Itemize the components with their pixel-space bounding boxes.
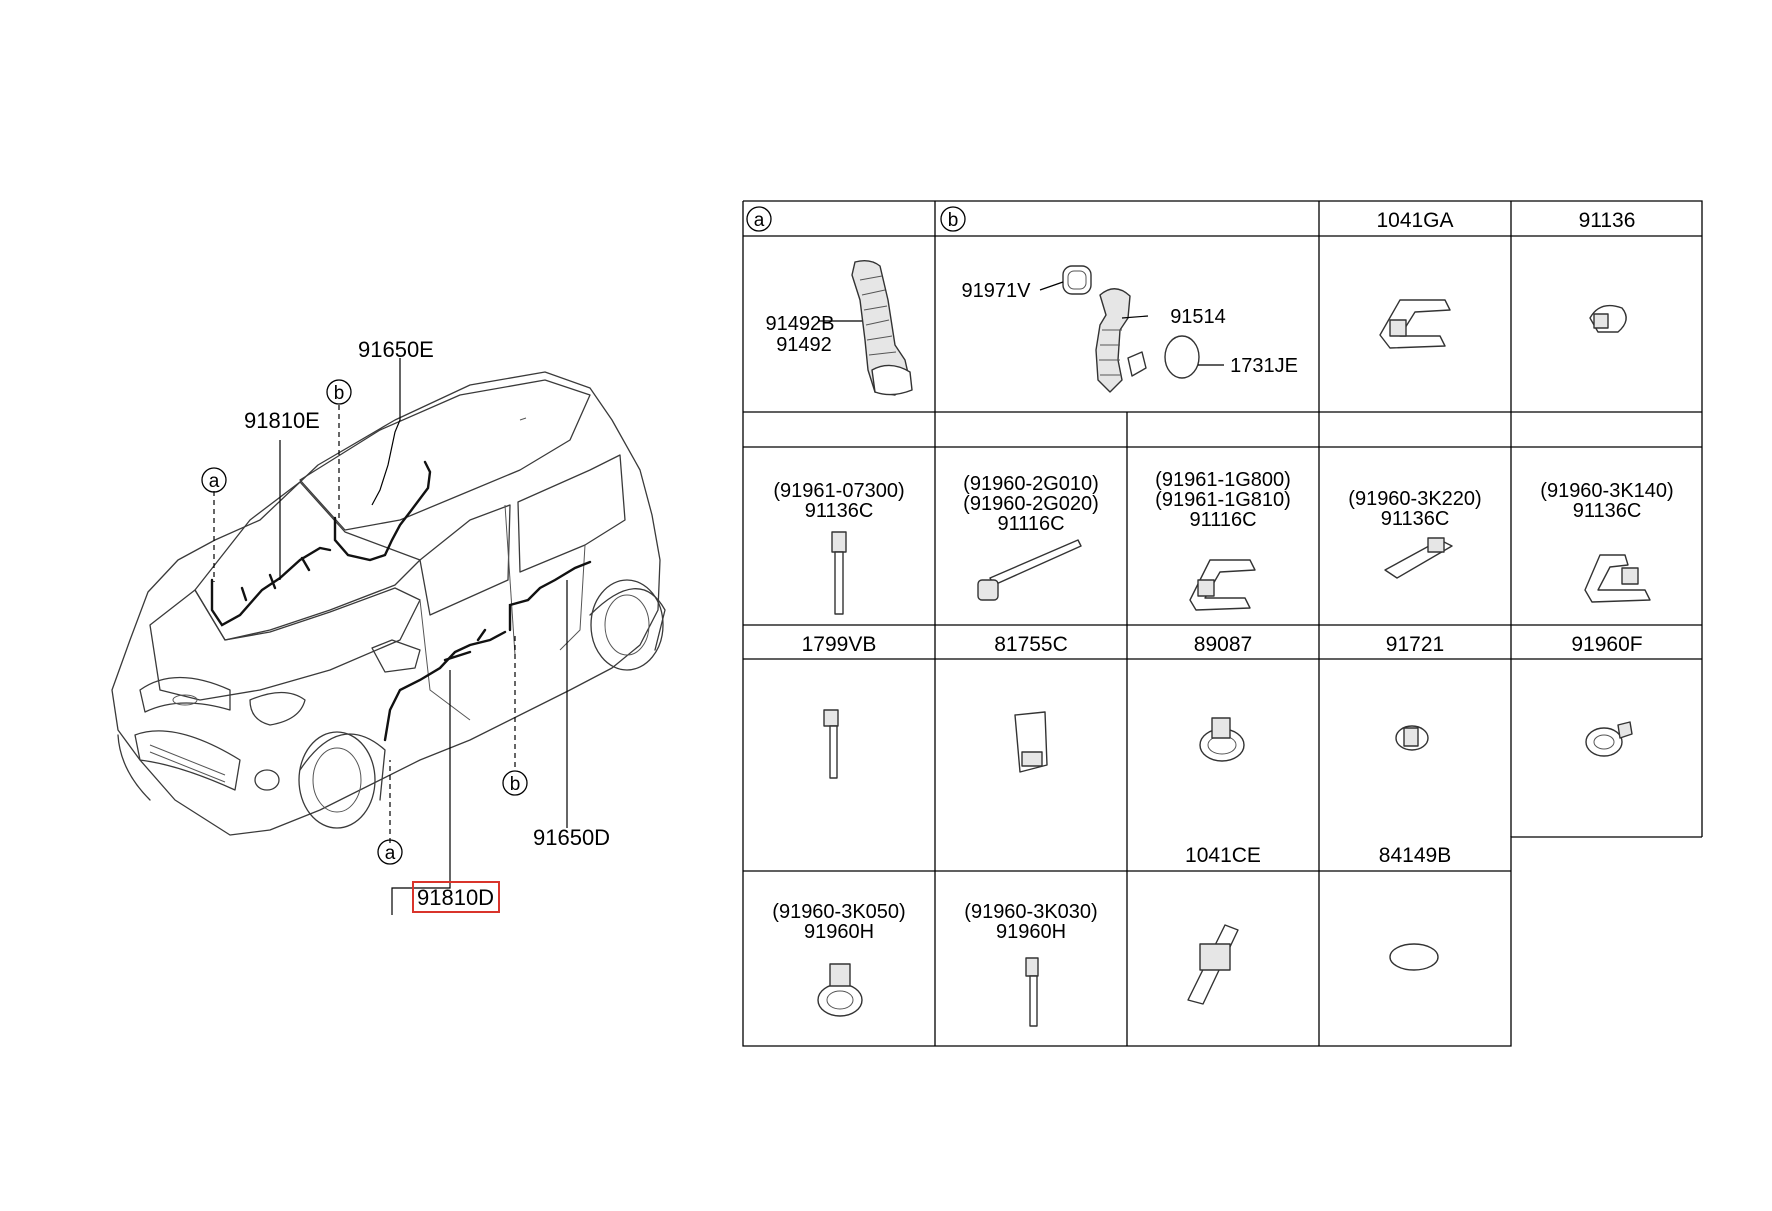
part-91514[interactable]: 91514 (1170, 306, 1226, 328)
header-1041GA[interactable]: 1041GA (1376, 209, 1453, 232)
car-leaders (201, 358, 568, 915)
clip-91136-illustration (1589, 304, 1627, 333)
marker-b-top: b (334, 383, 345, 404)
marker-a-top-circle (201, 467, 227, 493)
row4-c1-line2[interactable]: 91960H (804, 921, 874, 943)
tie-91960H-illustration (1025, 957, 1039, 1027)
marker-b-bottom-circle (502, 770, 528, 796)
header-91960F[interactable]: 91960F (1571, 633, 1642, 656)
header-1041CE[interactable]: 1041CE (1185, 844, 1261, 867)
row2-c4-line1[interactable]: (91960-3K220) (1348, 488, 1481, 510)
row2-c3-line1[interactable]: (91961-1G800) (1155, 469, 1291, 491)
car-illustration (111, 371, 666, 836)
row4-c2-line1[interactable]: (91960-3K030) (964, 901, 1097, 923)
clip-91136C-bracket-illustration (1584, 554, 1651, 603)
tie-91136C-illustration (831, 531, 847, 615)
label-91650E[interactable]: 91650E (358, 337, 434, 362)
part-91971V[interactable]: 91971V (962, 280, 1032, 302)
header-81755C[interactable]: 81755C (994, 633, 1068, 656)
row2-c3-line2[interactable]: (91961-1G810) (1155, 489, 1291, 511)
selected-part-highlight (412, 881, 500, 913)
plug-84149B-illustration (1389, 943, 1439, 971)
header-1799VB[interactable]: 1799VB (802, 633, 877, 656)
label-91650D[interactable]: 91650D (533, 825, 610, 850)
clip-91960H-illustration (817, 963, 863, 1017)
header-a: a (754, 210, 765, 231)
row2-c2-line3[interactable]: 91116C (997, 513, 1064, 535)
part-1731JE[interactable]: 1731JE (1230, 355, 1298, 377)
row2-c5-line1[interactable]: (91960-3K140) (1540, 480, 1673, 502)
parts-table-grid (742, 200, 1703, 1047)
tie-91116C-illustration (977, 539, 1082, 601)
header-84149B[interactable]: 84149B (1379, 844, 1451, 867)
clip-91721-illustration (1395, 725, 1429, 751)
marker-a-top: a (209, 471, 220, 492)
marker-a-bottom-circle (377, 839, 403, 865)
row2-c2-line2[interactable]: (91960-2G020) (963, 493, 1099, 515)
row4-c2-line2[interactable]: 91960H (996, 921, 1066, 943)
grommet-a-illustration (851, 259, 913, 396)
header-89087[interactable]: 89087 (1194, 633, 1252, 656)
part-91492B[interactable]: 91492B (766, 313, 835, 335)
marker-b-bottom: b (510, 774, 521, 795)
tape-1041CE-illustration (1187, 924, 1239, 1005)
clip-91116C-illustration (1189, 559, 1256, 611)
row2-c3-line3[interactable]: 91116C (1189, 509, 1256, 531)
clip-1041GA-illustration (1379, 299, 1451, 349)
header-b: b (948, 210, 959, 231)
clip-91960F-illustration (1585, 721, 1633, 757)
row2-c4-line2[interactable]: 91136C (1381, 508, 1450, 530)
row2-c5-line2[interactable]: 91136C (1573, 500, 1642, 522)
row2-c1-line2[interactable]: 91136C (805, 500, 874, 522)
clip-91136C-flat-illustration (1384, 537, 1453, 579)
tie-1799VB-illustration (823, 709, 839, 779)
row2-c1-line1[interactable]: (91961-07300) (773, 480, 904, 502)
header-91721[interactable]: 91721 (1386, 633, 1444, 656)
header-91136[interactable]: 91136 (1579, 209, 1636, 232)
part-91492[interactable]: 91492 (776, 334, 832, 356)
car-labels: 91650E 91810E b a a b 91650D 91810D (209, 337, 610, 910)
row2-c2-line1[interactable]: (91960-2G010) (963, 473, 1099, 495)
label-91810D[interactable]: 91810D (417, 885, 494, 910)
clip-89087-illustration (1199, 717, 1245, 762)
label-91810E[interactable]: 91810E (244, 408, 320, 433)
bracket-81755C-illustration (1014, 711, 1048, 773)
marker-a-bottom: a (385, 843, 396, 864)
row4-c1-line1[interactable]: (91960-3K050) (772, 901, 905, 923)
grommet-b-illustration (1062, 265, 1200, 393)
marker-b-top-circle (326, 379, 352, 405)
